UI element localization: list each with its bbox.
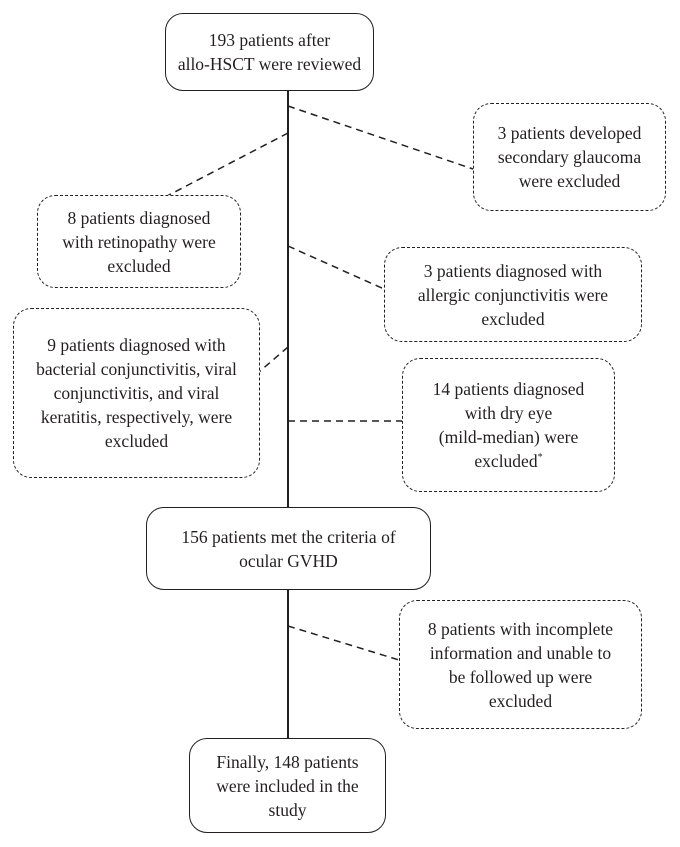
exclusion-box-incomplete: 8 patients with incomplete information a… [399,600,642,729]
text-line: excluded [107,255,171,276]
text-line: (mild-median) were [438,427,579,447]
text-line: 8 patients with incomplete [427,618,614,639]
text-line: with retinopathy were [62,231,216,252]
met-criteria-text: 156 patients met the criteria of ocular … [181,525,395,573]
text-line: with dry eye [464,403,553,423]
text-line: ocular GVHD [239,550,338,571]
text-line: were excluded [518,171,621,191]
text-line: 14 patients diagnosed [432,379,585,399]
text-line: keratitis, respectively, were [40,407,233,427]
text-line: 3 patients diagnosed with [423,260,603,281]
exclusion-text-incomplete: 8 patients with incomplete information a… [428,617,613,713]
text-line: 193 patients after [208,30,331,50]
text-line: 3 patients developed [497,123,642,143]
text-line: be followed up were [448,666,593,687]
exclusion-text-glaucoma: 3 patients developed secondary glaucoma … [498,121,642,193]
exclusion-box-allergic: 3 patients diagnosed with allergic conju… [384,247,642,342]
exclusion-text-infection: 9 patients diagnosed with bacterial conj… [36,333,237,453]
start-text: 193 patients after allo-HSCT were review… [178,28,361,76]
text-line: conjunctivitis, and viral [53,383,220,403]
dashed-connector-retinopathy [166,132,289,197]
dashed-connector-incomplete [287,625,400,661]
exclusion-box-retinopathy: 8 patients diagnosed with retinopathy we… [37,195,241,288]
dashed-connector-infection [258,346,289,373]
text-line: information and unable to [429,642,612,663]
text-line: excluded [488,690,553,711]
dashed-connector-allergic [287,245,385,290]
text-line: 8 patients diagnosed [67,207,211,228]
footnote-mark: * [537,452,543,464]
text-line: bacterial conjunctivitis, viral [36,359,237,379]
text-line: 156 patients met the criteria of [181,526,396,547]
text-line: excluded [104,431,169,451]
exclusion-text-dryeye: 14 patients diagnosed with dry eye (mild… [433,377,585,473]
exclusion-text-retinopathy: 8 patients diagnosed with retinopathy we… [62,206,216,278]
dashed-connector-glaucoma [287,105,474,170]
text-line: Finally, 148 patients [216,751,359,772]
exclusion-text-allergic: 3 patients diagnosed with allergic conju… [418,259,608,331]
text-line: study [268,799,307,820]
start-box: 193 patients after allo-HSCT were review… [165,13,374,91]
text-line: secondary glaucoma [497,147,642,167]
text-line-content: excluded [474,451,538,471]
text-line: allergic conjunctivitis were [417,284,609,305]
exclusion-box-infection: 9 patients diagnosed with bacterial conj… [13,308,260,478]
text-line: excluded* [433,449,585,473]
text-line: allo-HSCT were reviewed [177,54,362,74]
text-line: 9 patients diagnosed with [47,335,226,355]
met-criteria-box: 156 patients met the criteria of ocular … [146,507,431,590]
final-box: Finally, 148 patients were included in t… [189,738,386,833]
final-text: Finally, 148 patients were included in t… [216,750,358,822]
exclusion-box-glaucoma: 3 patients developed secondary glaucoma … [473,103,666,211]
exclusion-box-dryeye: 14 patients diagnosed with dry eye (mild… [402,358,615,492]
text-line: excluded [481,308,545,329]
text-line: were included in the [216,775,359,796]
